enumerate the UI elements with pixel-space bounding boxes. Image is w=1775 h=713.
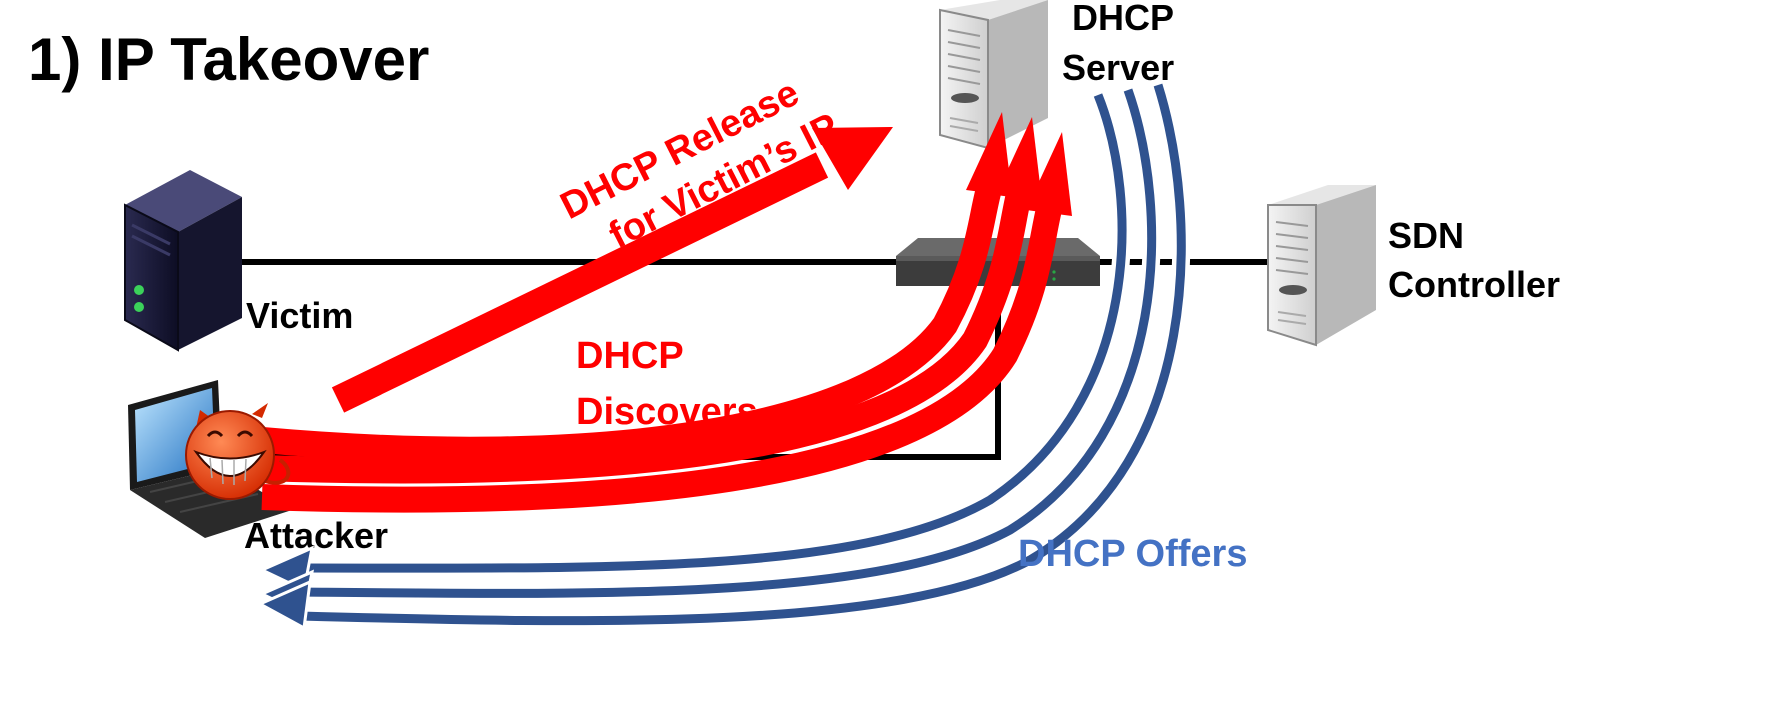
discover-arrow-3 <box>261 201 1063 513</box>
dhcp-server-label-line2: Server <box>1062 47 1174 88</box>
offer-arrow-3-line <box>299 83 1186 626</box>
offer-arrow-1-line <box>299 93 1127 573</box>
dhcp-offers-label: DHCP Offers <box>1018 533 1247 575</box>
sdn-controller-label-line1: SDN <box>1388 215 1464 256</box>
dhcp-server-label-line1: DHCP <box>1072 0 1174 38</box>
sdn-controller-label-line2: Controller <box>1388 264 1560 305</box>
dhcp-discovers-label-line1: DHCP <box>576 335 684 377</box>
dhcp-server-icon <box>939 0 1048 150</box>
discover-arrow-2 <box>261 186 1033 484</box>
dhcp-discovers-arrowheads <box>966 112 1072 216</box>
sdn-controller-icon <box>1267 185 1376 347</box>
dhcp-offers-arrows <box>299 82 1191 630</box>
victim-computer-icon <box>124 170 242 352</box>
offer-arrow-2-line <box>299 88 1157 598</box>
dhcp-discovers-arrows <box>260 181 1063 513</box>
dhcp-release-arrow <box>331 127 893 413</box>
devil-emoticon-icon <box>185 403 291 500</box>
page-title: 1) IP Takeover <box>28 26 429 93</box>
attacker-label: Attacker <box>244 515 388 556</box>
discover-arrow-1 <box>260 181 1003 463</box>
victim-label: Victim <box>246 295 353 336</box>
dhcp-discovers-label-line2: Discovers <box>576 391 758 433</box>
dhcp-offers-arrowheads <box>256 545 315 631</box>
